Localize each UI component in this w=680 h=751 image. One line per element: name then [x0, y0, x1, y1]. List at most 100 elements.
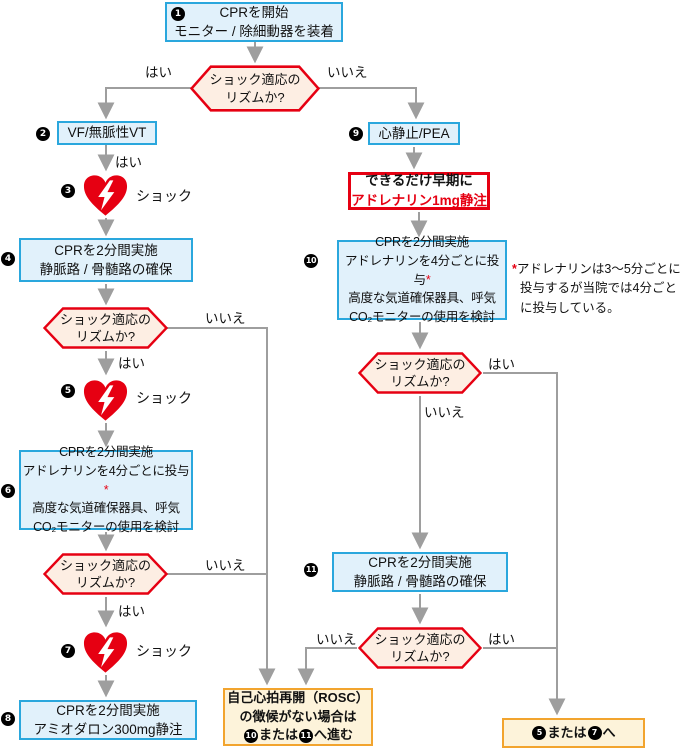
step4-line1: CPRを2分間実施 — [54, 242, 158, 258]
decision2-line1: ショック適応の — [59, 311, 151, 327]
decision5-shockable-rhythm: ショック適応の リズムか? — [358, 627, 482, 669]
step6-line3: 高度な気道確保器具、呼気 — [32, 501, 180, 516]
edge-d5-no-to-rosc — [297, 647, 357, 686]
early-adrenaline-line1: できるだけ早期に — [365, 173, 473, 189]
edge-d2-no-to-rosc — [167, 327, 276, 686]
label-yes-d2: はい — [118, 356, 145, 371]
step10-line4: CO₂モニターの使用を検討 — [349, 310, 495, 325]
decision2-shockable-rhythm: ショック適応の リズムか? — [43, 307, 168, 349]
label-yes-d4: はい — [488, 357, 515, 372]
decision1-line1: ショック適応の — [209, 72, 301, 88]
label-yes-d5: はい — [488, 632, 515, 647]
label-yes-vf: はい — [115, 155, 142, 170]
badge-10: 10 — [304, 254, 318, 268]
badge-11: 11 — [304, 563, 318, 577]
step8-line1: CPRを2分間実施 — [56, 702, 160, 718]
label-no-d3: いいえ — [205, 558, 246, 573]
rosc-line2: の徴候がない場合は — [239, 708, 357, 724]
step10-line1: CPRを2分間実施 — [375, 234, 469, 249]
label-no-d1: いいえ — [327, 65, 368, 80]
hexagon-shape — [43, 553, 168, 595]
adrenaline-footnote: *アドレナリンは3〜5分ごとに 投与するが当院では4分ごと に投与している。 — [512, 260, 680, 318]
footnote-line3: に投与している。 — [520, 300, 620, 315]
badge-7: 7 — [61, 644, 75, 658]
badge-2: 2 — [36, 127, 50, 141]
decision4-line2: リズムか? — [390, 374, 450, 389]
edge-d1-yes — [97, 87, 191, 120]
step11-line2: 静脈路 / 骨髄路の確保 — [353, 574, 487, 589]
step8-line2: アミオダロン300mg静注 — [33, 722, 183, 737]
step1-start-cpr-box: CPRを開始 モニター / 除細動器を装着 — [165, 2, 343, 42]
goto-5-or-7-box: 5 または 7 へ — [502, 718, 645, 748]
goto-mid-text: または — [547, 724, 587, 740]
badge-1: 1 — [171, 7, 185, 21]
decision1-line2: リズムか? — [225, 89, 285, 105]
step1-line1: CPRを開始 — [219, 4, 289, 20]
goto-badge-5: 5 — [532, 726, 547, 740]
decision5-line2: リズムか? — [390, 649, 450, 664]
badge-3: 3 — [61, 184, 75, 198]
decision4-shockable-rhythm: ショック適応の リズムか? — [358, 352, 482, 394]
shock1-label: ショック — [136, 188, 192, 204]
step2-vf-box: VF/無脈性VT — [57, 121, 157, 145]
footnote-line1: アドレナリンは3〜5分ごとに — [516, 262, 680, 276]
decision5-line1: ショック適応の — [374, 631, 466, 647]
badge-5: 5 — [61, 384, 75, 398]
label-no-d4: いいえ — [424, 405, 465, 420]
badge-9: 9 — [349, 127, 363, 141]
step6-line4: CO₂モニターの使用を検討 — [33, 520, 179, 535]
shock2-label: ショック — [136, 390, 192, 406]
step8-amiodarone-box: CPRを2分間実施 アミオダロン300mg静注 — [19, 700, 197, 740]
rosc-badge-10: 10 — [243, 728, 258, 743]
step11-line1: CPRを2分間実施 — [368, 554, 472, 570]
edge-d4-yes-to-goto — [483, 372, 566, 716]
step4-cpr-iv-box: CPRを2分間実施 静脈路 / 骨髄路の確保 — [19, 238, 193, 282]
badge-4: 4 — [1, 252, 15, 266]
shock3-heart-icon — [82, 630, 129, 675]
hexagon-shape — [358, 627, 482, 669]
decision4-line1: ショック適応の — [374, 356, 466, 372]
hexagon-shape — [43, 307, 168, 349]
early-adrenaline-box: できるだけ早期に アドレナリン1mg静注 — [348, 172, 490, 210]
goto-badge-7: 7 — [587, 726, 602, 740]
step9-label: 心静止/PEA — [378, 125, 450, 141]
shock1-heart-icon — [82, 173, 129, 218]
footnote-asterisk: * — [512, 262, 517, 276]
rosc-line1: 自己心拍再開（ROSC） — [227, 689, 369, 705]
step11-cpr-iv-box: CPRを2分間実施 静脈路 / 骨髄路の確保 — [332, 552, 508, 592]
shock3-label: ショック — [136, 643, 192, 659]
decision3-line2: リズムか? — [75, 575, 136, 590]
step9-asystole-pea-box: 心静止/PEA — [368, 122, 460, 145]
goto-suffix-text: へ — [602, 724, 616, 740]
step10-line2: アドレナリンを4分ごとに投与 — [344, 253, 500, 287]
step4-line2: 静脈路 / 骨髄路の確保 — [39, 262, 173, 277]
rosc-suffix-text: へ進む — [314, 727, 354, 743]
label-no-d2: いいえ — [205, 311, 246, 326]
early-adrenaline-line2: アドレナリン1mg静注 — [351, 193, 487, 208]
decision1-shockable-rhythm: ショック適応の リズムか? — [190, 65, 320, 112]
badge-8: 8 — [1, 712, 15, 726]
label-yes-d3: はい — [118, 604, 145, 619]
step6-line1: CPRを2分間実施 — [59, 444, 153, 459]
step10-line3: 高度な気道確保器具、呼気 — [348, 291, 496, 306]
step10-asterisk: * — [425, 272, 431, 287]
step6-cpr-adrenaline-box: CPRを2分間実施 アドレナリンを4分ごとに投与* 高度な気道確保器具、呼気 C… — [19, 445, 193, 534]
label-no-d5: いいえ — [316, 632, 357, 647]
decision2-line2: リズムか? — [75, 329, 136, 344]
decision3-shockable-rhythm: ショック適応の リズムか? — [43, 553, 168, 595]
rosc-note-box: 自己心拍再開（ROSC） の徴候がない場合は 10 または 11 へ進む — [223, 688, 373, 746]
step1-line2: モニター / 除細動器を装着 — [174, 24, 334, 39]
hexagon-shape — [190, 65, 320, 112]
label-yes-d1: はい — [145, 65, 172, 80]
rosc-badge-11: 11 — [299, 728, 313, 743]
step10-cpr-adrenaline-box: CPRを2分間実施 アドレナリンを4分ごとに投与* 高度な気道確保器具、呼気 C… — [337, 235, 507, 324]
shock2-heart-icon — [82, 378, 129, 423]
step2-label: VF/無脈性VT — [67, 125, 147, 141]
footnote-line2: 投与するが当院では4分ごと — [520, 281, 677, 296]
badge-6: 6 — [1, 484, 15, 498]
decision3-line1: ショック適応の — [59, 557, 151, 573]
hexagon-shape — [358, 352, 482, 394]
step6-asterisk: * — [103, 482, 109, 497]
